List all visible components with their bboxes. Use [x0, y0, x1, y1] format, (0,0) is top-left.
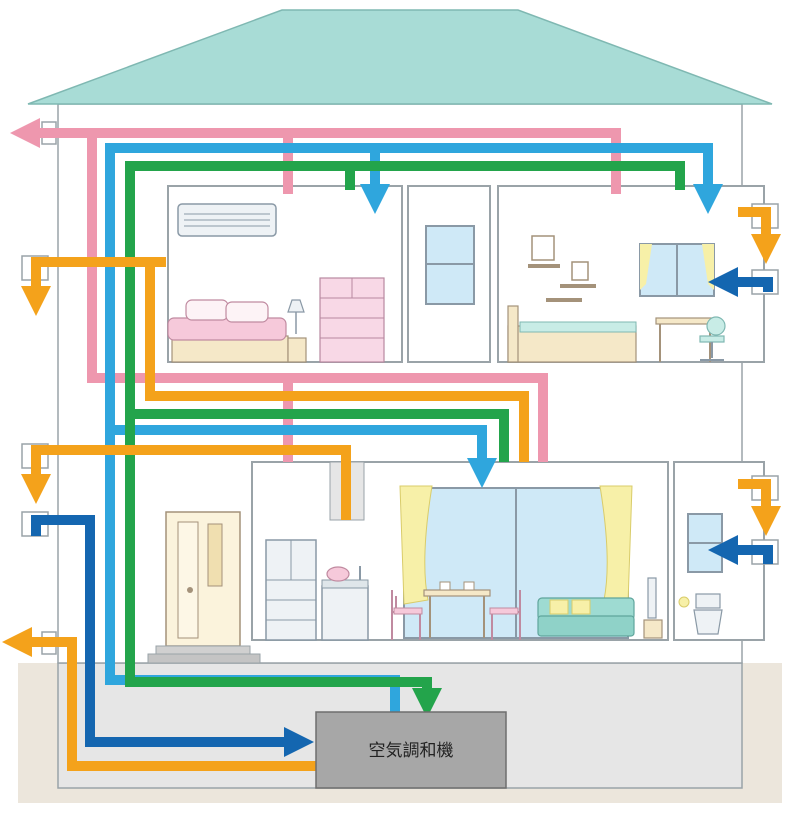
furniture [21, 121, 779, 664]
single-bed-icon [507, 305, 637, 363]
floor-lamp-icon [643, 577, 663, 639]
wall-air-conditioner-icon [177, 203, 277, 237]
bedroom-window-icon [639, 243, 715, 297]
orange-upper-outlet-arrow [21, 257, 150, 316]
orange-upper-exhaust [145, 257, 529, 462]
front-door-icon [165, 511, 241, 647]
air-conditioning-unit-box [315, 711, 507, 789]
light-blue-living-branch [110, 425, 497, 488]
kitchen-counter-icon [321, 566, 369, 641]
entrance-steps [147, 645, 261, 664]
dark-blue-intake-duct [31, 515, 314, 757]
air-conditioning-unit-label: 空気調和機 [369, 741, 454, 761]
orange-unit-exhaust [2, 627, 316, 771]
green-return-duct [125, 161, 685, 718]
orange-kitchen-exhaust [21, 445, 351, 520]
dining-set-icon [391, 581, 521, 640]
chest-of-drawers-icon [319, 277, 385, 363]
hallway-window-icon [425, 225, 475, 305]
toilet-window-icon [687, 513, 723, 573]
double-bed-icon [167, 299, 289, 363]
dark-blue-bedroom-inlet-arrow [708, 267, 773, 297]
table-lamp-icon [287, 299, 307, 363]
toilet-icon [678, 593, 723, 635]
desk-chair-icon [655, 316, 726, 362]
wall-shelves-icon [528, 235, 596, 302]
air-conditioning-unit: 空気調和機 [315, 711, 507, 789]
sofa-icon [537, 597, 635, 637]
green-living-branch [130, 409, 509, 462]
orange-toilet-outlet-arrow [738, 479, 781, 536]
dark-blue-toilet-inlet-arrow [708, 535, 773, 565]
roof [27, 9, 773, 105]
refrigerator-icon [265, 539, 317, 641]
air-ducts [2, 118, 781, 771]
orange-bedroom-outlet-arrow [738, 207, 781, 264]
